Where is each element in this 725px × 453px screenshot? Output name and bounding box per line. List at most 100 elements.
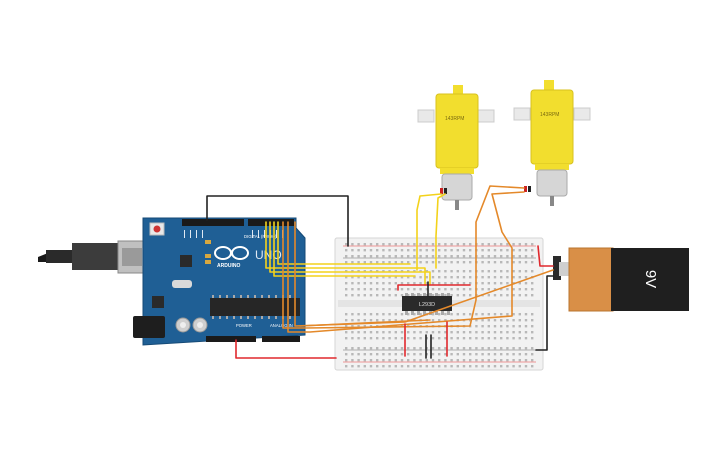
breadboard-hole [394, 249, 397, 252]
breadboard-hole [351, 261, 354, 264]
breadboard-hole [400, 249, 404, 252]
breadboard-hole [481, 261, 484, 264]
breadboard-hole [407, 255, 410, 258]
breadboard-hole [462, 270, 466, 273]
wire-yellow-2[interactable] [269, 221, 431, 286]
breadboard-hole [506, 313, 509, 316]
breadboard-hole [524, 294, 528, 297]
wire-yellow-4[interactable] [277, 221, 411, 265]
breadboard-hole [462, 347, 466, 350]
breadboard-hole [456, 365, 459, 368]
breadboard-hole [512, 319, 515, 322]
breadboard-hole [394, 261, 397, 264]
breadboard-hole [518, 249, 521, 252]
wire-black-gnd[interactable] [206, 195, 349, 247]
breadboard-hole [425, 331, 428, 334]
breadboard-hole [369, 313, 373, 316]
breadboard-hole [500, 313, 503, 316]
breadboard-hole [413, 313, 416, 316]
breadboard-hole [407, 243, 410, 246]
wire-yellow-3[interactable] [273, 221, 416, 277]
breadboard-hole [394, 282, 397, 285]
breadboard-hole [462, 249, 466, 252]
breadboard-hole [400, 347, 404, 350]
breadboard-hole [376, 288, 379, 291]
breadboard-hole [363, 294, 366, 297]
breadboard-hole [500, 261, 503, 264]
breadboard-hole [531, 353, 534, 356]
breadboard-hole [518, 337, 521, 340]
wire-orange-short[interactable] [299, 319, 431, 327]
breadboard-hole [376, 243, 379, 246]
breadboard-hole [487, 325, 490, 328]
breadboard-hole [462, 288, 466, 291]
breadboard-hole [388, 347, 391, 350]
breadboard-hole [524, 337, 528, 340]
breadboard-hole [481, 337, 484, 340]
wire-orange-motor-2[interactable] [287, 191, 525, 333]
wire-red-battery[interactable] [537, 245, 554, 267]
breadboard-hole [407, 353, 410, 356]
breadboard-hole [394, 243, 397, 246]
breadboard-hole [524, 276, 528, 279]
breadboard-hole [518, 270, 521, 273]
breadboard-hole [506, 270, 509, 273]
breadboard-hole [376, 347, 379, 350]
breadboard-hole [431, 276, 435, 279]
motor-rpm-label: 143RPM [445, 116, 464, 122]
breadboard-hole [357, 261, 360, 264]
breadboard-hole [462, 365, 466, 368]
breadboard-hole [462, 243, 466, 246]
breadboard-hole [493, 243, 497, 246]
wire-yellow-motor-b[interactable] [435, 193, 446, 269]
breadboard-hole [444, 331, 447, 334]
dc-motor-right[interactable]: 143RPM [513, 80, 591, 206]
breadboard-hole [419, 337, 422, 340]
breadboard-hole [394, 288, 397, 291]
breadboard-hole [369, 294, 373, 297]
breadboard-hole [351, 288, 354, 291]
breadboard-hole [419, 288, 422, 291]
breadboard-hole [469, 313, 472, 316]
breadboard-hole [531, 365, 534, 368]
wire-red-top[interactable] [397, 284, 471, 291]
breadboard-hole [493, 261, 497, 264]
breadboard-hole [487, 243, 490, 246]
breadboard-hole [500, 331, 503, 334]
wire-orange-motor[interactable] [282, 185, 525, 329]
breadboard-hole [518, 282, 521, 285]
wire-black-battery[interactable] [535, 275, 554, 351]
breadboard-hole [351, 282, 354, 285]
breadboard-hole [493, 255, 497, 258]
breadboard-hole [475, 331, 478, 334]
battery-9v[interactable]: 9V [553, 247, 689, 312]
breadboard-hole [493, 337, 497, 340]
smd-chip [180, 255, 192, 267]
breadboard-hole [394, 276, 397, 279]
breadboard-hole [431, 261, 435, 264]
breadboard-hole [388, 276, 391, 279]
breadboard-hole [506, 325, 509, 328]
arduino-uno-board[interactable]: DIGITAL (PWM~) ARDUINO UNO [38, 217, 306, 346]
breadboard-hole [462, 331, 466, 334]
wire-red-5v[interactable] [235, 339, 337, 359]
breadboard-hole [444, 365, 447, 368]
breadboard-hole [450, 276, 453, 279]
breadboard-hole [431, 243, 435, 246]
wire-yellow-motor-a[interactable] [416, 193, 442, 271]
breadboard-hole [500, 270, 503, 273]
breadboard-hole [438, 282, 441, 285]
breadboard-hole [394, 337, 397, 340]
breadboard-hole [444, 270, 447, 273]
breadboard-hole [481, 249, 484, 252]
breadboard-hole [351, 276, 354, 279]
wire-yellow-1[interactable] [265, 221, 426, 286]
breadboard-hole [400, 255, 404, 258]
breadboard-hole [388, 359, 391, 362]
breadboard-hole [475, 359, 478, 362]
breadboard-hole [388, 255, 391, 258]
dc-motor-left[interactable]: 143RPM [417, 85, 495, 210]
breadboard-hole [469, 337, 472, 340]
l293d-driver-chip[interactable]: L293D [402, 293, 452, 315]
